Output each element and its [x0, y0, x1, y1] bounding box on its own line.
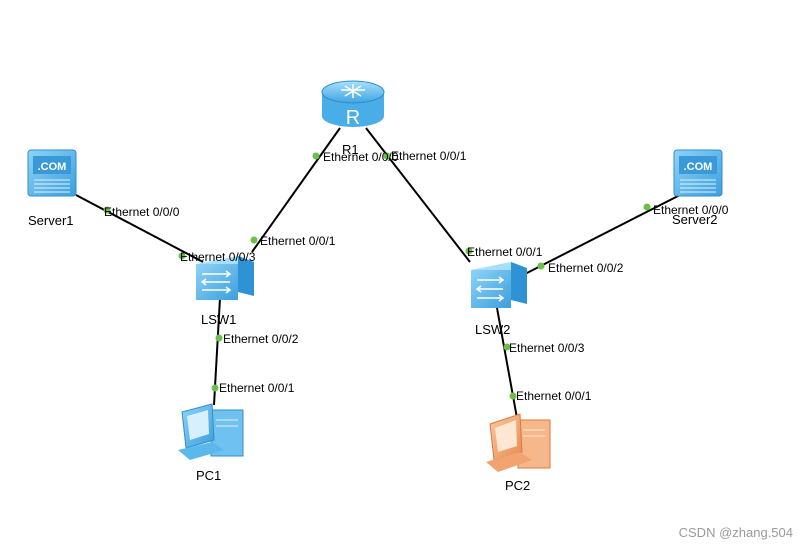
port-label-lsw1-r1: Ethernet 0/0/1: [260, 234, 336, 248]
port-label-r1-lsw2: Ethernet 0/0/1: [391, 149, 467, 163]
server-icon: .COM: [673, 149, 723, 197]
port-label-pc2-lsw2: Ethernet 0/0/1: [516, 389, 592, 403]
pc-icon: [486, 413, 551, 472]
port-label-lsw2-r1: Ethernet 0/0/1: [467, 245, 543, 259]
links: [75, 127, 681, 419]
port-dot: [178, 252, 186, 260]
pc-pc1[interactable]: PC1: [178, 403, 244, 483]
server-server2[interactable]: .COM Server2: [672, 149, 723, 227]
port-dot: [509, 392, 517, 400]
port-label-server1-lsw1: Ethernet 0/0/0: [104, 205, 180, 219]
device-label-server2: Server2: [672, 212, 718, 227]
port-dot: [537, 262, 545, 270]
router-glyph: R: [346, 107, 360, 129]
port-dot: [312, 152, 320, 160]
port-labels: Ethernet 0/0/0 Ethernet 0/0/1 Ethernet 0…: [104, 149, 729, 403]
port-label-pc1-lsw1: Ethernet 0/0/1: [219, 381, 295, 395]
device-label-server1: Server1: [28, 213, 74, 228]
switch-icon: [471, 262, 527, 308]
device-label-lsw2: LSW2: [475, 322, 510, 337]
pc-icon: [178, 403, 244, 460]
port-dot: [250, 236, 258, 244]
server-server1[interactable]: .COM Server1: [27, 149, 77, 228]
switch-lsw2[interactable]: LSW2: [471, 262, 527, 337]
watermark: CSDN @zhang.504: [679, 525, 793, 540]
server-glyph: .COM: [684, 161, 713, 173]
router-icon: R: [321, 80, 385, 129]
port-dot: [103, 206, 111, 214]
link-lsw2-pc2: [496, 307, 518, 419]
device-label-pc2: PC2: [505, 478, 530, 493]
port-dots: [103, 152, 651, 400]
port-label-lsw1-pc1: Ethernet 0/0/2: [223, 332, 299, 346]
server-icon: .COM: [27, 149, 77, 197]
device-label-lsw1: LSW1: [201, 312, 236, 327]
pc-pc2[interactable]: PC2: [486, 413, 551, 493]
switch-icon: [196, 256, 254, 300]
link-server2-lsw2: [520, 194, 681, 277]
router-r1[interactable]: R R1: [321, 80, 385, 157]
server-glyph: .COM: [38, 161, 67, 173]
device-label-pc1: PC1: [196, 468, 221, 483]
port-dot: [211, 384, 219, 392]
port-dot: [465, 247, 473, 255]
switch-lsw1[interactable]: LSW1: [196, 256, 254, 327]
port-label-lsw1-server1: Ethernet 0/0/3: [180, 250, 256, 264]
port-dot: [643, 203, 651, 211]
device-label-r1: R1: [342, 142, 359, 157]
port-label-r1-lsw1: Ethernet 0/0/0: [323, 150, 399, 164]
port-label-server2-lsw2: Ethernet 0/0/0: [653, 203, 729, 217]
link-server1-lsw1: [75, 194, 204, 263]
port-dot: [215, 334, 223, 342]
port-label-lsw2-server2: Ethernet 0/0/2: [548, 261, 624, 275]
link-r1-lsw2: [365, 127, 471, 263]
port-dot: [383, 152, 391, 160]
port-label-lsw2-pc2: Ethernet 0/0/3: [509, 341, 585, 355]
link-r1-lsw1: [251, 127, 341, 253]
port-dot: [503, 343, 511, 351]
